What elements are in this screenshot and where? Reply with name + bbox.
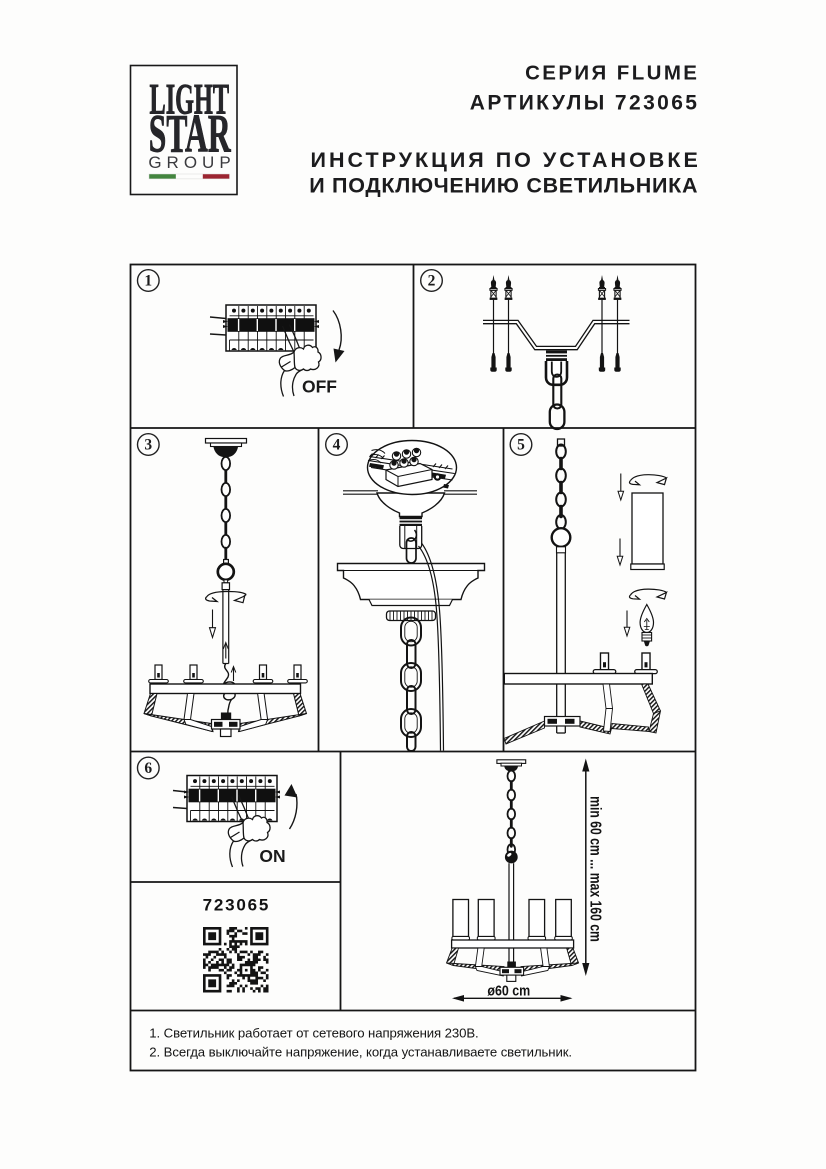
svg-text:ON: ON: [259, 846, 285, 866]
svg-text:АРТИКУЛЫ 723065: АРТИКУЛЫ 723065: [470, 91, 700, 114]
svg-text:4: 4: [333, 437, 341, 454]
svg-text:OFF: OFF: [302, 377, 337, 397]
svg-text:STAR: STAR: [149, 104, 232, 164]
svg-text:6: 6: [144, 760, 152, 777]
svg-text:1. Светильник работает от сете: 1. Светильник работает от сетевого напря…: [149, 1025, 478, 1040]
svg-text:5: 5: [517, 437, 525, 454]
svg-text:723065: 723065: [203, 896, 271, 915]
svg-text:min 60 cm ... max 160 cm: min 60 cm ... max 160 cm: [586, 796, 604, 942]
svg-text:1: 1: [144, 273, 152, 290]
svg-text:LIGHT: LIGHT: [149, 75, 229, 123]
svg-text:СЕРИЯ FLUME: СЕРИЯ FLUME: [525, 61, 699, 84]
svg-text:GROUP: GROUP: [148, 153, 235, 172]
svg-text:ИНСТРУКЦИЯ ПО УСТАНОВКЕ: ИНСТРУКЦИЯ ПО УСТАНОВКЕ: [310, 148, 700, 172]
svg-text:2: 2: [428, 273, 436, 290]
svg-text:И ПОДКЛЮЧЕНИЮ СВЕТИЛЬНИКА: И ПОДКЛЮЧЕНИЮ СВЕТИЛЬНИКА: [309, 174, 698, 198]
svg-text:3: 3: [144, 437, 152, 454]
svg-text:2. Всегда выключайте напряжени: 2. Всегда выключайте напряжение, когда у…: [149, 1044, 572, 1059]
svg-text:ø60 cm: ø60 cm: [487, 982, 530, 998]
